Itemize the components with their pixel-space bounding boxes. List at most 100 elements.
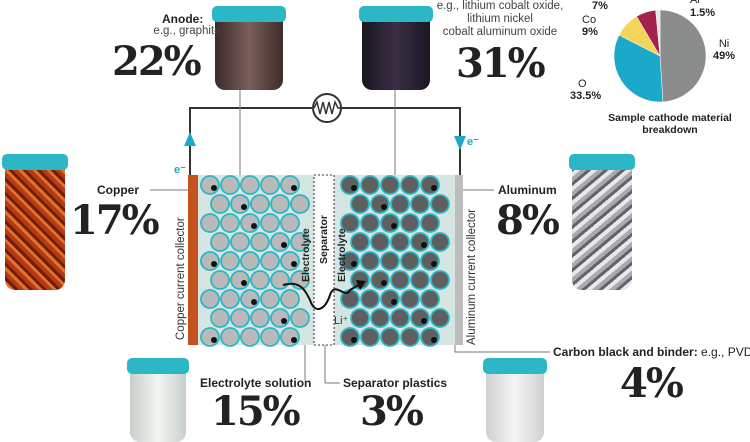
cathode-particle (400, 213, 420, 233)
arrow-down-icon (454, 136, 466, 150)
anode-particle (250, 194, 270, 214)
anode-particle (200, 175, 220, 195)
copper-jar-image (2, 154, 68, 290)
anode-particle (270, 194, 290, 214)
cathode-particle (410, 232, 430, 252)
separator-percent: 3% (360, 388, 424, 435)
cathode-particle (420, 175, 440, 195)
cathode-particle (380, 251, 400, 271)
lithium-ion-dot (291, 337, 297, 343)
electron-label-right: e⁻ (467, 136, 479, 148)
cathode-jar-image (359, 6, 433, 90)
anode-particle (220, 327, 240, 347)
anode-particle (230, 308, 250, 328)
lithium-ion-dot (281, 318, 287, 324)
pie-slice-o (613, 34, 664, 103)
anode-particle (200, 327, 220, 347)
lithium-ion-dot (381, 280, 387, 286)
anode-particle (200, 289, 220, 309)
cathode-particle (400, 327, 420, 347)
cathode-particle (390, 270, 410, 290)
aluminum-current-collector (455, 175, 463, 345)
lithium-ion-dot (431, 185, 437, 191)
copper-current-collector (188, 175, 198, 345)
copper-collector-label: Copper current collector (175, 217, 187, 340)
electrolyte-right-label: Electrolyte (336, 228, 348, 282)
cathode-particle (400, 175, 420, 195)
aluminum-label: Aluminum (498, 183, 557, 197)
anode-particle (270, 270, 290, 290)
cathode-particle (420, 251, 440, 271)
lithium-ion-dot (421, 318, 427, 324)
cathode-pie-chart (613, 9, 707, 103)
anode-example: e.g., graphite (153, 25, 221, 37)
cathode-particle (340, 213, 360, 233)
lithium-ion-dot (431, 261, 437, 267)
cathode-particle (430, 232, 450, 252)
anode-particle (250, 270, 270, 290)
cathode-particle (430, 194, 450, 214)
lithium-ion-dot (251, 223, 257, 229)
electrolyte-percent: 15% (211, 388, 301, 435)
anode-particle (210, 270, 230, 290)
anode-particle (240, 289, 260, 309)
anode-particle (260, 213, 280, 233)
cathode-particle (430, 308, 450, 328)
anode-particle (250, 308, 270, 328)
aluminum-collector-label: Aluminum current collector (466, 208, 478, 345)
cathode-particle (400, 289, 420, 309)
anode-particle (200, 251, 220, 271)
carbon-label: Carbon black and binder: e.g., PVDF (553, 345, 750, 359)
anode-particle (220, 251, 240, 271)
pie-title: Sample cathode material breakdown (608, 112, 732, 136)
separator-plastics-label: Separator plastics (343, 376, 448, 390)
cathode-particle (340, 175, 360, 195)
cathode-particle (340, 327, 360, 347)
aluminum-percent: 8% (496, 197, 560, 244)
anode-particle (240, 327, 260, 347)
cathode-example: e.g., lithium cobalt oxide,lithium nicke… (436, 0, 564, 38)
cathode-particle (360, 289, 380, 309)
cathode-particle (360, 327, 380, 347)
cathode-particle (410, 270, 430, 290)
anode-particle (230, 270, 250, 290)
anode-particle (260, 289, 280, 309)
cathode-particle (410, 194, 430, 214)
anode-particle (240, 213, 260, 233)
anode-particle (260, 175, 280, 195)
cathode-particle (360, 251, 380, 271)
aluminum-jar-image (569, 154, 635, 290)
anode-particle (240, 251, 260, 271)
anode-particle (240, 175, 260, 195)
pie-label-7: 7% (592, 0, 608, 12)
anode-particle (260, 251, 280, 271)
anode-particle (220, 289, 240, 309)
anode-particle (210, 308, 230, 328)
cathode-particle (380, 289, 400, 309)
cathode-particle (380, 175, 400, 195)
lithium-ion-dot (241, 204, 247, 210)
copper-label: Copper (97, 183, 139, 197)
lithium-ion-label: Li⁺ (334, 315, 349, 327)
lithium-ion-dot (291, 185, 297, 191)
anode-particle (210, 232, 230, 252)
anode-particle (280, 213, 300, 233)
anode-particle (210, 194, 230, 214)
cathode-particle (380, 213, 400, 233)
anode-particle (280, 175, 300, 195)
lithium-ion-dot (281, 242, 287, 248)
cathode-particle (390, 308, 410, 328)
anode-jar-image (212, 6, 286, 90)
lithium-ion-dot (421, 242, 427, 248)
electron-label-left: e⁻ (174, 164, 186, 176)
electrolyte-label: Electrolyte solution (200, 376, 312, 390)
anode-particle (280, 251, 300, 271)
lithium-ion-dot (431, 337, 437, 343)
cathode-particle (390, 232, 410, 252)
cathode-particle (350, 232, 370, 252)
anode-particle (230, 232, 250, 252)
cathode-particle (370, 308, 390, 328)
